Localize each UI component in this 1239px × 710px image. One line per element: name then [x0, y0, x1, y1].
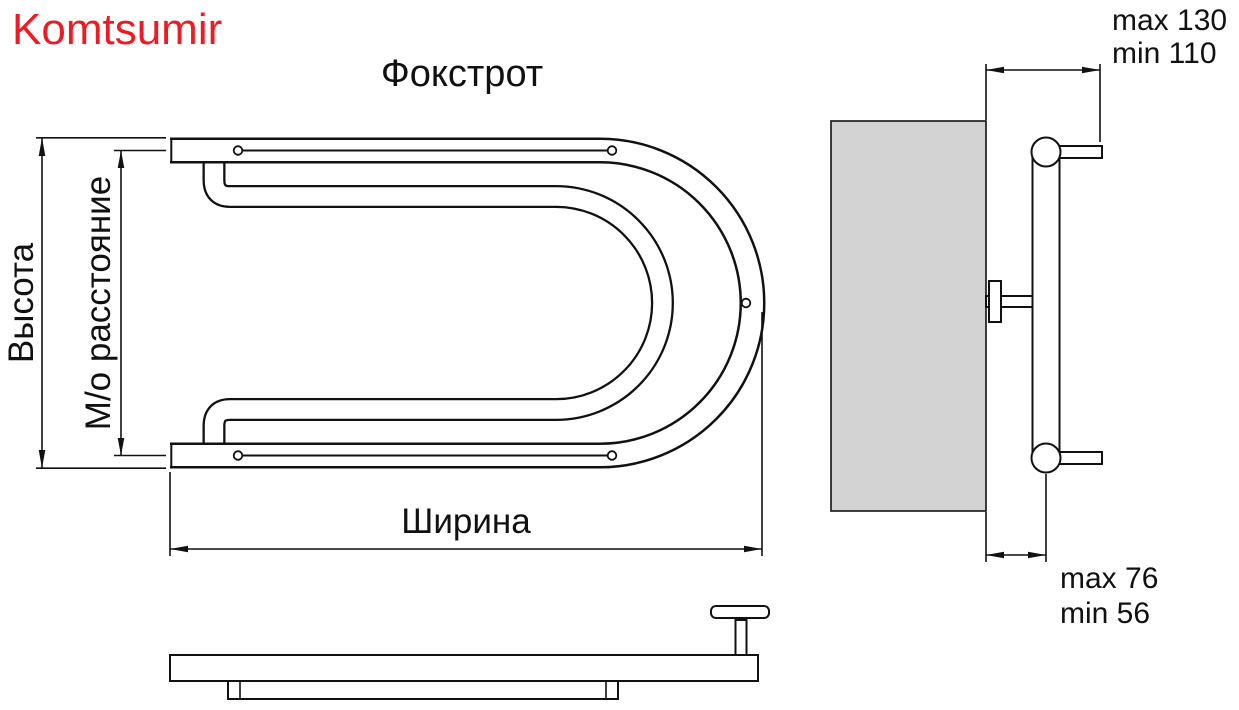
side-pipe-top-cap	[1030, 136, 1062, 168]
height-arrow-up	[38, 137, 46, 156]
top-seam-right-dot	[606, 145, 618, 156]
bottom-offset-arrow-left	[986, 551, 1004, 559]
plan-bracket-stem	[734, 619, 748, 657]
height-dimension-label: Высота	[2, 242, 41, 363]
top-offset-arrow-right	[1082, 66, 1100, 74]
side-pipe-body	[1031, 151, 1061, 459]
bracket-wall-plate	[988, 280, 1002, 323]
air-vent-dot	[740, 297, 752, 309]
axial-dimension-label: М/о расстояние	[79, 176, 118, 430]
bottom-offset-arrow-right	[1028, 551, 1046, 559]
plan-view	[169, 605, 770, 700]
width-dimension-label: Ширина	[401, 502, 531, 541]
top-stub-pipe	[1054, 145, 1103, 159]
front-view	[170, 137, 766, 469]
bottom-offset-min-label: min 56	[1060, 597, 1150, 630]
side-pipe-bottom-cap	[1030, 442, 1062, 474]
top-seam-left-dot	[232, 145, 244, 156]
bottom-seam-left-dot	[232, 450, 244, 461]
main-pipe-body	[170, 140, 763, 466]
width-arrow-right	[744, 545, 762, 553]
side-dimensions: max 130 min 110 max 76 min 56	[985, 4, 1227, 630]
width-arrow-left	[170, 545, 188, 553]
inner-coil-body	[204, 156, 672, 450]
plan-inner-bar	[227, 680, 619, 700]
drawing-title: Фокстрот	[381, 53, 543, 95]
top-offset-arrow-left	[986, 66, 1004, 74]
top-offset-max-label: max 130	[1112, 4, 1227, 37]
bottom-offset-max-label: max 76	[1060, 562, 1158, 595]
plan-bracket-cap	[710, 605, 770, 619]
brand-logo: Komtsumir	[12, 5, 222, 54]
wall	[830, 120, 987, 512]
bottom-stub-pipe	[1054, 451, 1103, 465]
height-arrow-down	[38, 450, 46, 469]
bottom-seam-right-dot	[606, 450, 618, 461]
top-offset-min-label: min 110	[1112, 37, 1217, 70]
bracket-shaft	[985, 295, 1034, 308]
front-dimensions: Высота М/о расстояние Ширина	[2, 137, 763, 556]
axial-arrow-down	[117, 438, 125, 456]
axial-arrow-up	[117, 150, 125, 168]
side-view	[830, 120, 1103, 512]
plan-main-bar	[169, 654, 759, 682]
